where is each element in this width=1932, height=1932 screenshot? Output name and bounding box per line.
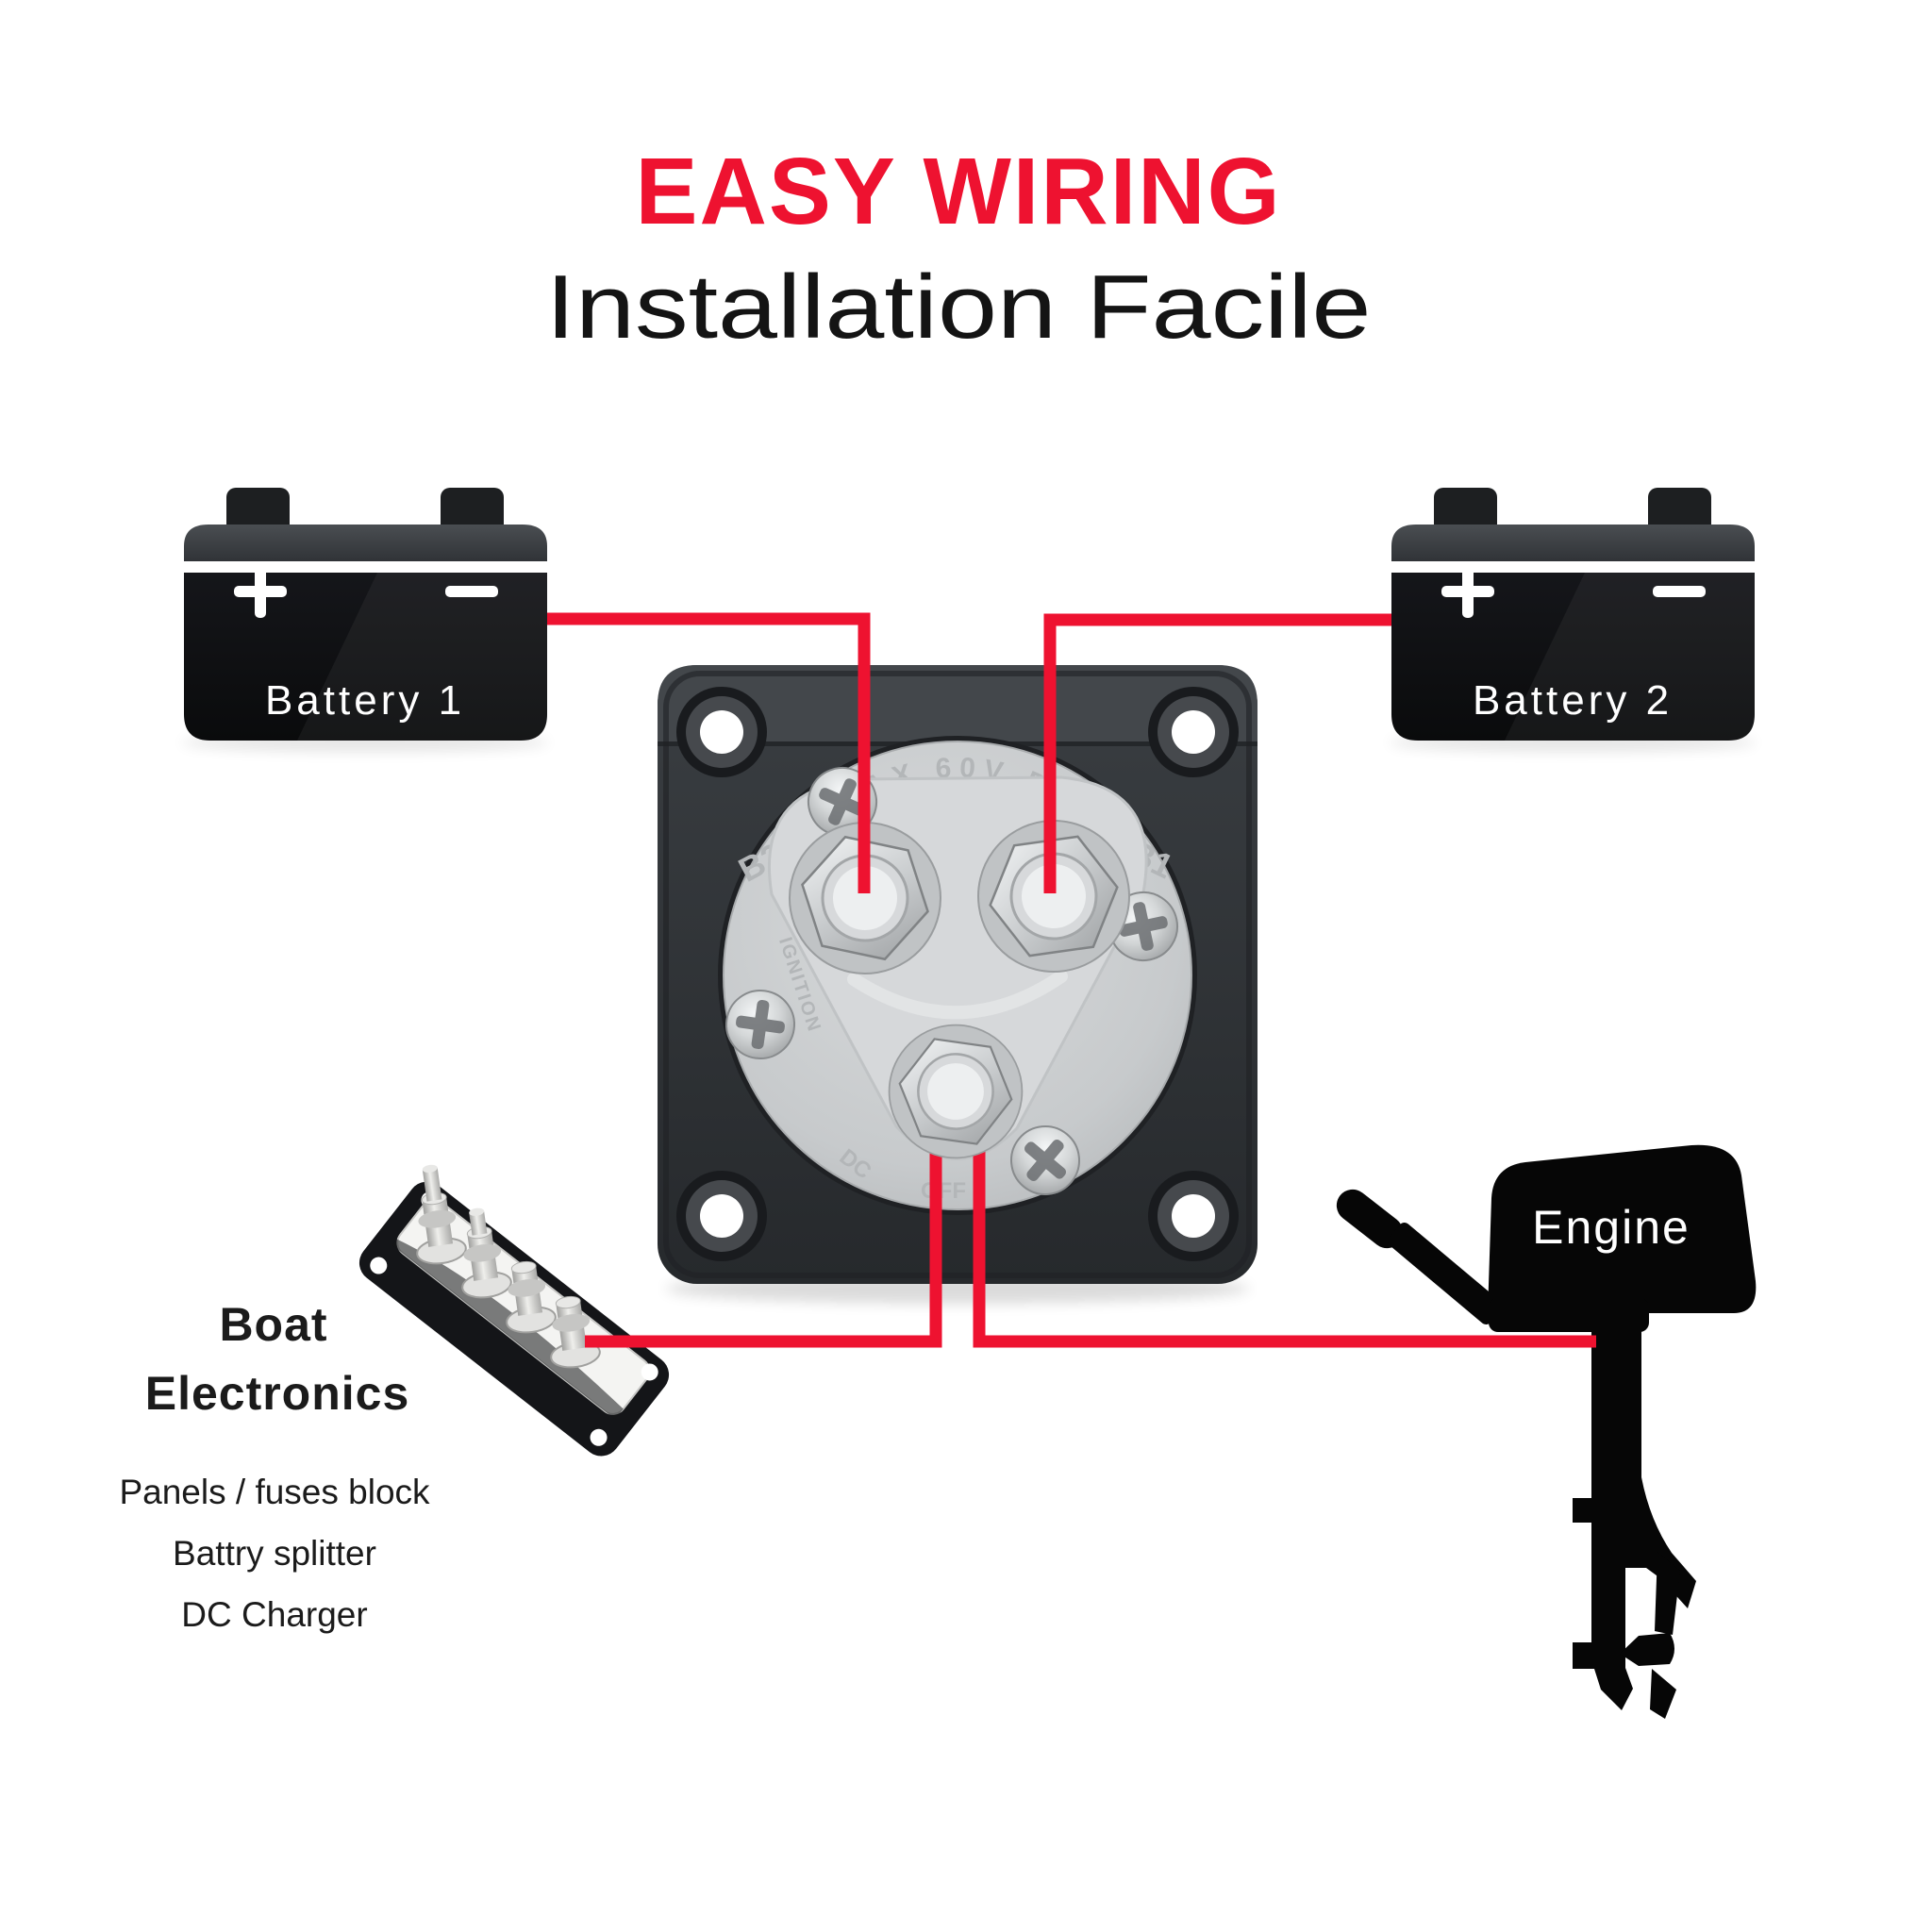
engine [1336,1144,1757,1719]
switch-top-lip [658,665,1257,743]
wire-switch-to-busbar [585,1124,942,1348]
mounting-hole-icon [1148,687,1239,777]
battery-switch: MAX 60V DC B2 B1 IGNITION DC OFF [658,665,1257,1304]
boat-electronics-item: Panels / fuses block [119,1473,430,1511]
rotor-groove [847,970,1068,1020]
engine-label: Engine [1532,1201,1690,1254]
engine-shaft [1591,1313,1641,1483]
bus-bar-stud [453,1208,514,1302]
switch-corner-holes [676,687,1239,1261]
propeller-blade-icon [1650,1669,1676,1719]
mounting-hole-icon [1148,1171,1239,1261]
dial-marking-off: OFF [921,1178,966,1204]
bus-bar-stud [408,1164,469,1268]
wire-battery1-to-switch [547,612,871,893]
page-title: EASY WIRING [636,139,1282,244]
page-subtitle: Installation Facile [546,257,1372,358]
engine-tiller-handle [1336,1189,1404,1249]
boat-electronics-item: Battry splitter [173,1534,376,1573]
boat-electronics-label: Boat Electronics Panels / fuses block Ba… [119,1298,430,1634]
bus-bar [358,1164,670,1457]
engine-cowling [1488,1144,1757,1313]
battery2-label: Battery 2 [1473,677,1673,724]
engine-lower-unit [1573,1467,1696,1710]
switch-inner-bevel [663,671,1252,1278]
boat-electronics-item: DC Charger [181,1595,367,1634]
battery1-label: Battery 1 [265,677,465,724]
wire-battery2-to-switch [1043,613,1391,893]
propeller-hub-icon [1620,1633,1674,1666]
engine-tiller-arm [1388,1222,1503,1325]
boat-electronics-title-line1: Boat [219,1298,327,1351]
mounting-hole-icon [676,1171,767,1261]
wire-switch-to-engine [973,1124,1596,1348]
wiring [547,612,1596,1348]
propeller-blade-icon [1655,1552,1680,1635]
mounting-hole-icon [676,687,767,777]
boat-electronics-title-line2: Electronics [145,1367,410,1420]
